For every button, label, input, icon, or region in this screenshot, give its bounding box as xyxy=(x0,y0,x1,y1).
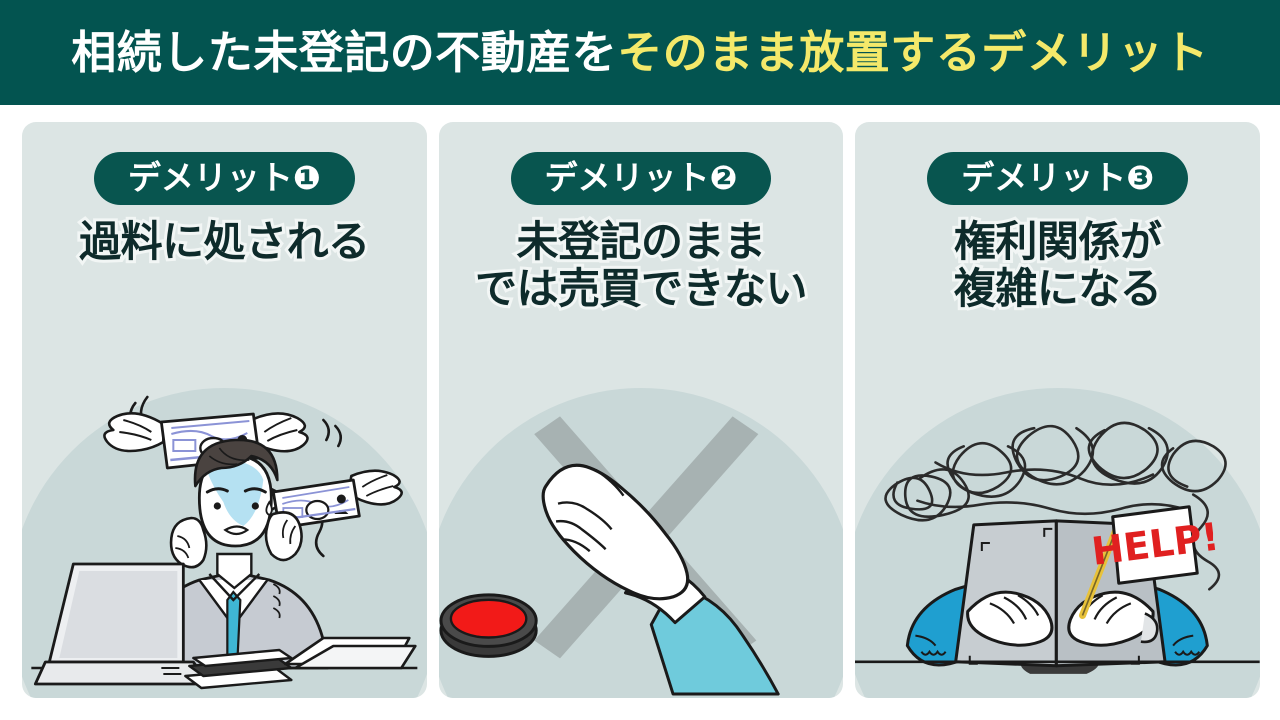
tangled-scribble xyxy=(884,421,1228,591)
stressed-businessman xyxy=(139,438,329,670)
notebook-stack xyxy=(184,648,293,690)
page-header: 相続した未登記の不動産をそのまま放置するデメリット xyxy=(0,0,1280,105)
badge-container-1: デメリット❶ xyxy=(22,152,427,205)
demerit-card-1: デメリット❶ 過料に処される xyxy=(22,122,427,698)
red-ink-pad xyxy=(439,593,538,658)
illustration-stamp-crossed-out xyxy=(439,368,844,698)
help-sign: HELP! xyxy=(1090,505,1222,585)
badge-container-3: デメリット❸ xyxy=(855,152,1260,205)
page-title-accent: そのまま放置するデメリット xyxy=(617,26,1209,79)
demerit-card-2: デメリット❷ 未登記のまま では売買できない xyxy=(438,122,844,698)
demerit-heading-3: 権利関係が 複雑になる xyxy=(951,215,1165,315)
demerit-heading-1: 過料に処される xyxy=(76,215,373,268)
illustration-money-flying-away xyxy=(22,368,427,698)
open-folder xyxy=(284,636,417,670)
demerit-badge-3: デメリット❸ xyxy=(927,152,1189,205)
demerit-card-3: デメリット❸ 権利関係が 複雑になる xyxy=(855,122,1261,698)
badge-container-2: デメリット❷ xyxy=(439,152,844,205)
demerit-badge-1: デメリット❶ xyxy=(93,152,355,205)
page-title-primary: 相続した未登記の不動産を xyxy=(71,26,618,79)
person-behind-binder xyxy=(906,519,1210,674)
demerit-card-list: デメリット❶ 過料に処される xyxy=(22,122,1261,698)
illustration-overwhelmed-person-help: HELP! xyxy=(855,368,1261,698)
laptop xyxy=(33,562,211,686)
page-title: 相続した未登記の不動産をそのまま放置するデメリット xyxy=(71,30,1209,75)
demerit-heading-2: 未登記のまま では売買できない xyxy=(472,215,811,315)
demerit-badge-2: デメリット❷ xyxy=(510,152,772,205)
hand-holding-hanko xyxy=(541,463,780,696)
